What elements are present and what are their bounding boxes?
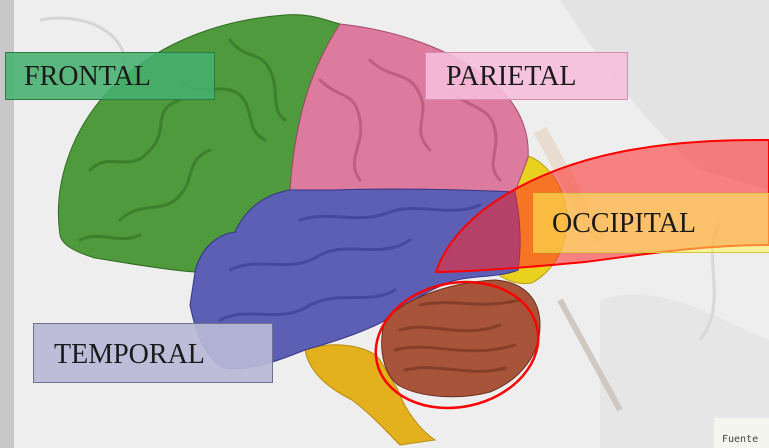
parietal-label: PARIETAL [425,52,628,100]
source-caption: Fuente [714,418,769,448]
temporal-label: TEMPORAL [33,323,273,383]
occipital-label: OCCIPITAL [533,193,769,253]
frontal-label: FRONTAL [5,52,215,100]
